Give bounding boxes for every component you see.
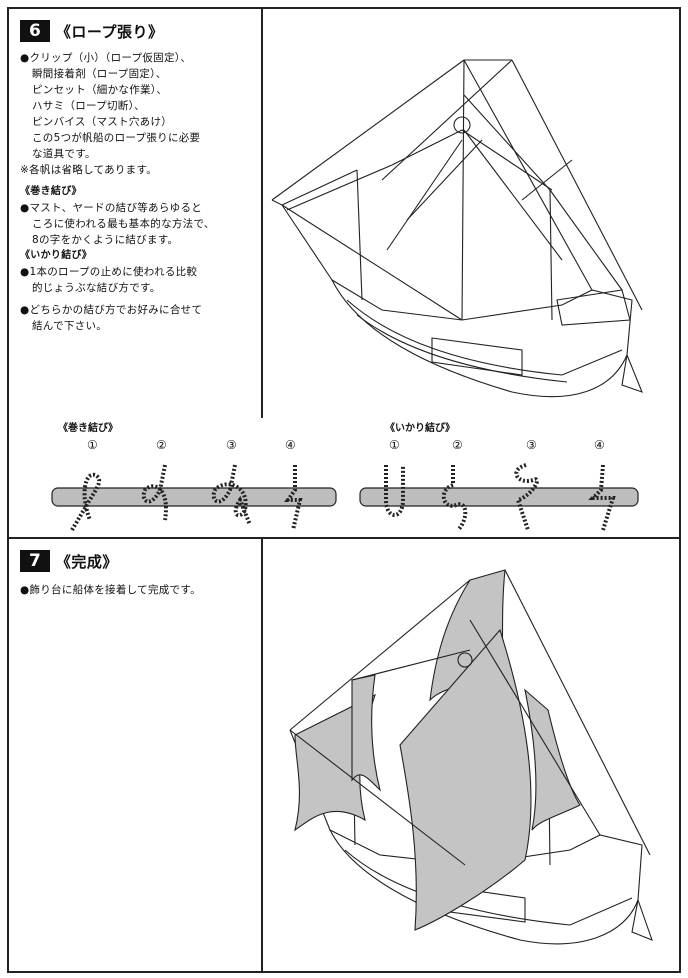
finished-ship-illustration (289, 569, 653, 945)
step7-text: ●飾り台に船体を接着して完成です。 (20, 584, 201, 596)
step6-divider (261, 7, 263, 418)
tools-line: ピンセット（細かな作業）、 (32, 84, 168, 96)
ikari-step-3: ③ (526, 438, 537, 452)
step7-header: 7 《完成》 (20, 550, 118, 572)
choice-line: ●どちらかの結び方でお好みに合せて (20, 304, 203, 316)
step6-number: 6 (20, 20, 50, 42)
ikari-step-2: ② (452, 438, 463, 452)
step7-instructions: ●飾り台に船体を接着して完成です。 (20, 582, 258, 598)
makimusubi-knot-diagram (51, 464, 337, 532)
ikari-heading: 《いかり結び》 (20, 250, 93, 261)
ship-rigging-illustration (271, 59, 643, 398)
tools-line: ●クリップ（小）（ロープ仮固定）、 (20, 52, 192, 64)
step6-header: 6 《ロープ張り》 (20, 20, 163, 42)
ikari-diagram-label: 《いかり結び》 (385, 423, 455, 434)
tools-line: この5つが帆船のロープ張りに必要 (32, 132, 201, 144)
makimusubi-step-3: ③ (226, 438, 237, 452)
makimusubi-line: ●マスト、ヤードの結び等あらゆると (20, 202, 203, 214)
tools-line: 瞬間接着剤（ロープ固定）、 (32, 68, 167, 80)
ikari-knot-diagram (359, 463, 639, 532)
makimusubi-step-1: ① (87, 438, 98, 452)
makimusubi-heading: 《巻き結び》 (20, 186, 82, 197)
ikari-step-4: ④ (594, 438, 605, 452)
ikari-line: 的じょうぶな結び方です。 (32, 282, 161, 294)
step-divider (7, 537, 681, 539)
choice-line: 結んで下さい。 (32, 320, 108, 332)
ikari-line: ●1本のロープの止めに使われる比較 (20, 266, 198, 278)
step6-instructions: ●クリップ（小）（ロープ仮固定）、 瞬間接着剤（ロープ固定）、 ピンセット（細か… (20, 50, 258, 334)
tools-line: ハサミ（ロープ切断）、 (32, 100, 145, 112)
step6-title: 《ロープ張り》 (55, 22, 164, 41)
sails-note: ※各帆は省略してあります。 (20, 164, 158, 176)
makimusubi-step-4: ④ (285, 438, 296, 452)
makimusubi-line: 8の字をかくように結びます。 (32, 234, 179, 246)
step7-title: 《完成》 (55, 552, 118, 571)
page-frame (7, 7, 681, 973)
step7-number: 7 (20, 550, 50, 572)
makimusubi-step-2: ② (156, 438, 167, 452)
ikari-step-1: ① (389, 438, 400, 452)
step7-divider (261, 537, 263, 973)
tools-line: な道具です。 (32, 148, 96, 160)
tools-line: ピンバイス（マスト穴あけ） (32, 116, 173, 128)
makimusubi-diagram-label: 《巻き結び》 (58, 423, 118, 434)
makimusubi-line: ころに使われる最も基本的な方法で、 (32, 218, 215, 230)
